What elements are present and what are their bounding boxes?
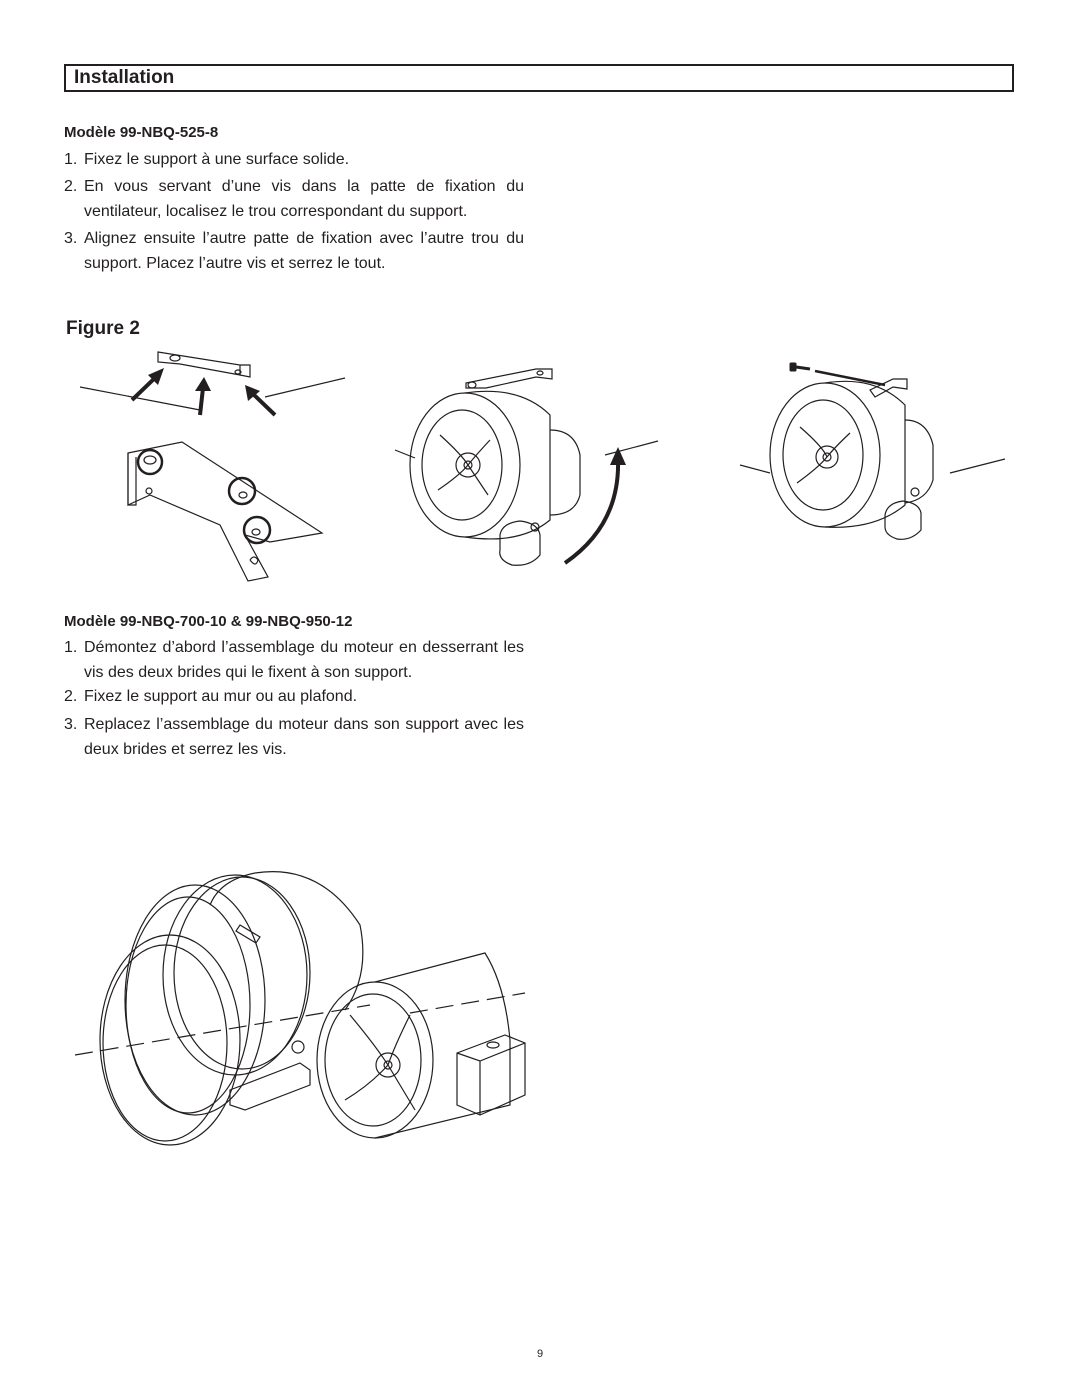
step-text: Alignez ensuite l’autre patte de fixatio… [84,230,524,272]
fan-hook-illustration [394,368,659,566]
model2-step-2: 2. Fixez le support au mur ou au plafond… [64,684,524,709]
section-title: Installation [74,67,175,88]
model1-step-2: 2. En vous servant d’une vis dans la pat… [64,174,524,224]
model1-step-3: 3. Alignez ensuite l’autre patte de fixa… [64,226,524,276]
step-number: 2. [64,178,78,195]
step-text: Replacez l’assemblage du moteur dans son… [84,716,524,758]
step-text: Fixez le support au mur ou au plafond. [84,688,358,705]
model2-step-3: 3. Replacez l’assemblage du moteur dans … [64,712,524,762]
step-text: Démontez d’abord l’assemblage du moteur … [84,639,524,681]
model2-step-1: 1. Démontez d’abord l’assemblage du mote… [64,635,524,685]
fan-screw-illustration [739,362,1006,540]
step-number: 2. [64,688,78,705]
step-number: 1. [64,639,78,656]
inline-fan-clamp-illustration [74,871,526,1146]
page-number: 9 [536,1348,544,1360]
section-header: Installation [64,64,1014,92]
step-number: 3. [64,230,78,247]
step-text: Fixez le support à une surface solide. [84,151,350,168]
model1-heading: Modèle 99-NBQ-525-8 [64,124,219,141]
model2-heading: Modèle 99-NBQ-700-10 & 99-NBQ-950-12 [64,613,353,630]
step-number: 3. [64,716,78,733]
model1-step-1: 1. Fixez le support à une surface solide… [64,147,524,172]
step-text: En vous servant d’une vis dans la patte … [84,178,524,220]
bracket-mount-illustration [79,351,346,582]
figure-label: Figure 2 [66,318,140,339]
step-number: 1. [64,151,78,168]
